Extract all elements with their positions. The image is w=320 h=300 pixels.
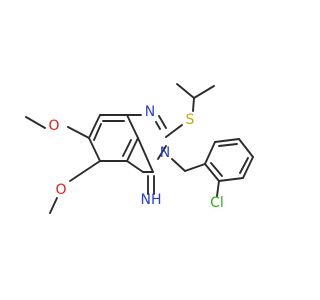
bond <box>126 160 144 173</box>
bond <box>165 124 183 138</box>
bond <box>122 139 132 157</box>
bond <box>88 114 101 139</box>
atom-label-imine: NH <box>141 192 162 208</box>
bond <box>88 137 101 162</box>
bond <box>239 157 249 174</box>
bond <box>158 115 167 129</box>
bond <box>204 163 220 182</box>
atom-label-n1: N <box>145 104 155 120</box>
atom-label-n3: N <box>160 145 170 161</box>
bond <box>171 158 186 172</box>
bond <box>176 83 195 99</box>
atom-label-chlorine: Cl <box>210 195 224 211</box>
bond <box>214 138 240 143</box>
bond <box>49 197 58 214</box>
atom-label-sulfur: S <box>186 112 195 128</box>
bond <box>218 177 244 182</box>
bond <box>184 163 206 172</box>
atom-label-oxygen-lower: O <box>55 182 66 198</box>
bond <box>25 116 46 129</box>
bond <box>67 126 90 139</box>
molecule-structure-diagram: N S N NH O O Cl <box>25 83 254 214</box>
bond <box>126 137 139 162</box>
bond <box>204 141 216 165</box>
bond <box>157 145 167 160</box>
bond <box>193 85 215 99</box>
bond <box>137 137 154 173</box>
bond <box>93 123 102 141</box>
bond <box>69 160 101 182</box>
bond <box>126 114 139 139</box>
bond <box>210 162 223 177</box>
bond <box>218 143 238 147</box>
atom-label-group: N S N NH O O Cl <box>48 104 223 211</box>
bond <box>155 121 161 130</box>
atom-label-oxygen-upper: O <box>48 118 59 134</box>
bond <box>242 156 254 179</box>
bond <box>238 138 254 158</box>
bond-group <box>25 83 254 214</box>
bond <box>216 180 220 197</box>
bond <box>192 97 195 112</box>
